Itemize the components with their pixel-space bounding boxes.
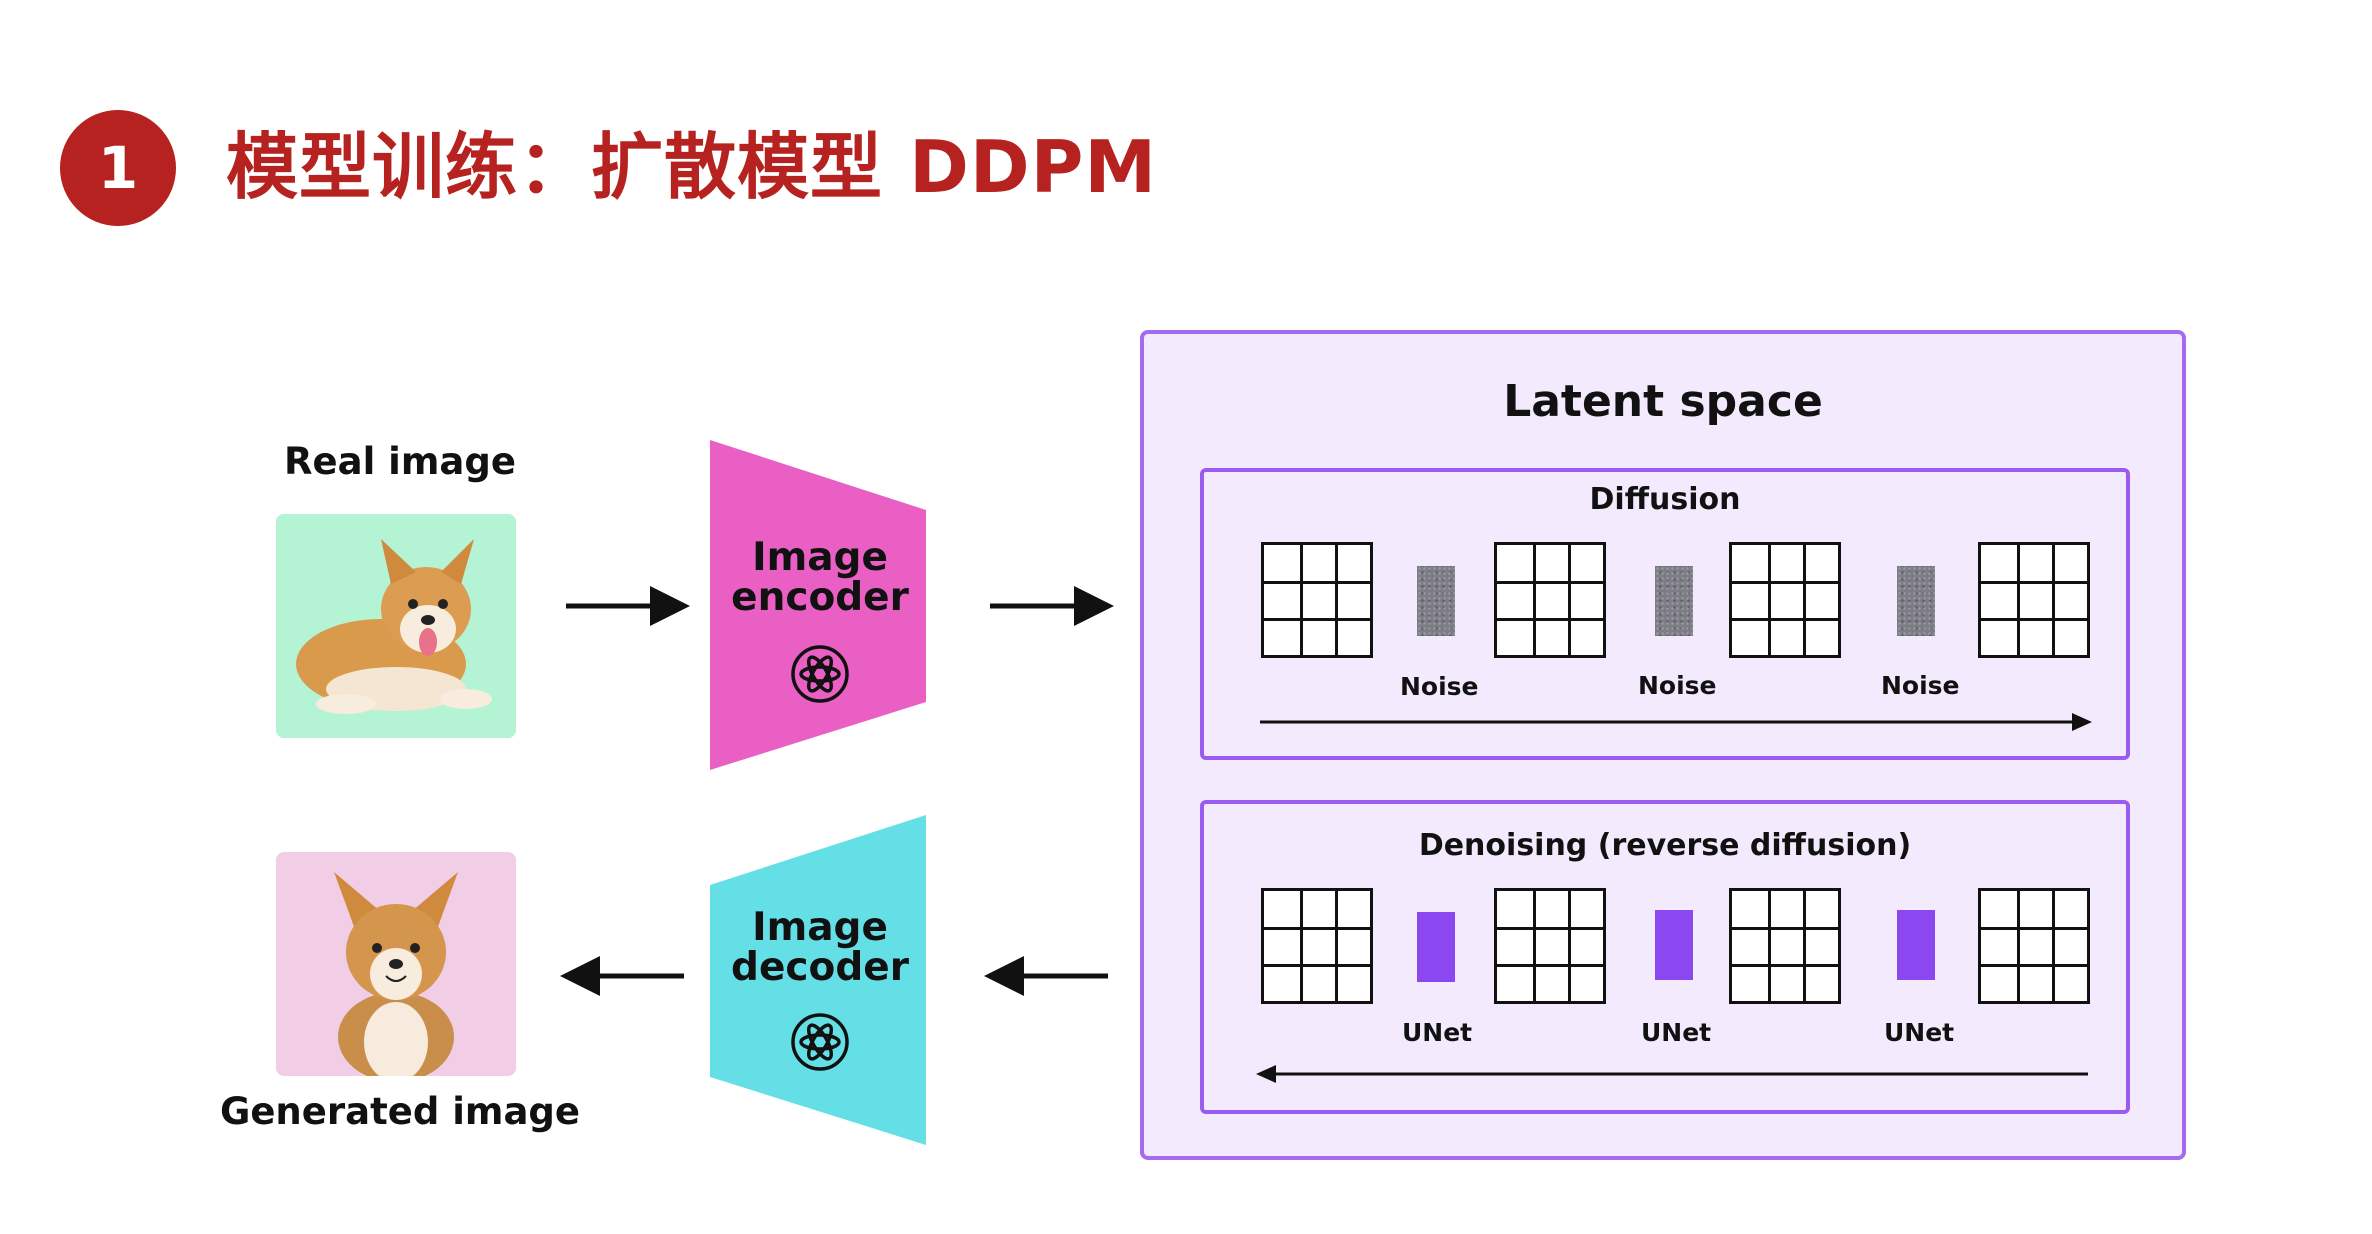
latent-grid	[1729, 542, 1841, 658]
real-image	[276, 514, 516, 738]
image-decoder	[710, 815, 926, 1145]
noise-tile	[1417, 566, 1455, 636]
atom-icon	[791, 645, 849, 703]
corgi-sitting-illustration	[334, 872, 458, 1082]
unet-block	[1655, 910, 1693, 980]
unet-label: UNet	[1641, 1018, 1712, 1047]
latent-grid	[1494, 888, 1606, 1004]
page-title: 模型训练：扩散模型 DDPM	[226, 125, 1158, 209]
latent-grid	[1978, 542, 2090, 658]
diffusion-panel: Diffusion Noise Noise Noise	[1200, 468, 2130, 760]
generated-image-label: Generated image	[219, 1090, 581, 1133]
latent-grid	[1261, 542, 1373, 658]
noise-label: Noise	[1881, 671, 1960, 700]
encoder-label-line1: Image	[752, 535, 888, 580]
unet-label: UNet	[1402, 1018, 1473, 1047]
real-image-label: Real image	[284, 440, 516, 483]
diffusion-forward-arrow	[1260, 713, 2092, 731]
generated-image	[276, 852, 516, 1082]
denoising-panel: Denoising (reverse diffusion) UNet UNet …	[1200, 800, 2130, 1114]
latent-grid	[1494, 542, 1606, 658]
decoder-label: Image decoder	[720, 908, 920, 988]
unet-block	[1417, 912, 1455, 982]
decoder-label-line1: Image	[752, 905, 888, 950]
noise-label: Noise	[1400, 672, 1479, 701]
unet-label: UNet	[1884, 1018, 1955, 1047]
latent-space-box: Latent space Diffusion Noise Noise Noise…	[1140, 330, 2186, 1160]
encoder-label-line2: encoder	[731, 575, 909, 620]
denoising-reverse-arrow	[1256, 1065, 2088, 1083]
unet-block	[1897, 910, 1935, 980]
decoder-label-line2: decoder	[731, 945, 909, 990]
encoder-label: Image encoder	[720, 538, 920, 618]
step-badge: 1	[60, 110, 176, 226]
image-encoder	[710, 440, 926, 770]
noise-label: Noise	[1638, 671, 1717, 700]
latent-grid	[1978, 888, 2090, 1004]
diffusion-title: Diffusion	[1589, 482, 1741, 517]
atom-icon	[791, 1013, 849, 1071]
corgi-lying-illustration	[296, 539, 492, 714]
noise-tile	[1897, 566, 1935, 636]
denoising-title: Denoising (reverse diffusion)	[1418, 828, 1912, 863]
latent-space-title: Latent space	[1503, 376, 1823, 427]
latent-grid	[1729, 888, 1841, 1004]
noise-tile	[1655, 566, 1693, 636]
latent-grid	[1261, 888, 1373, 1004]
